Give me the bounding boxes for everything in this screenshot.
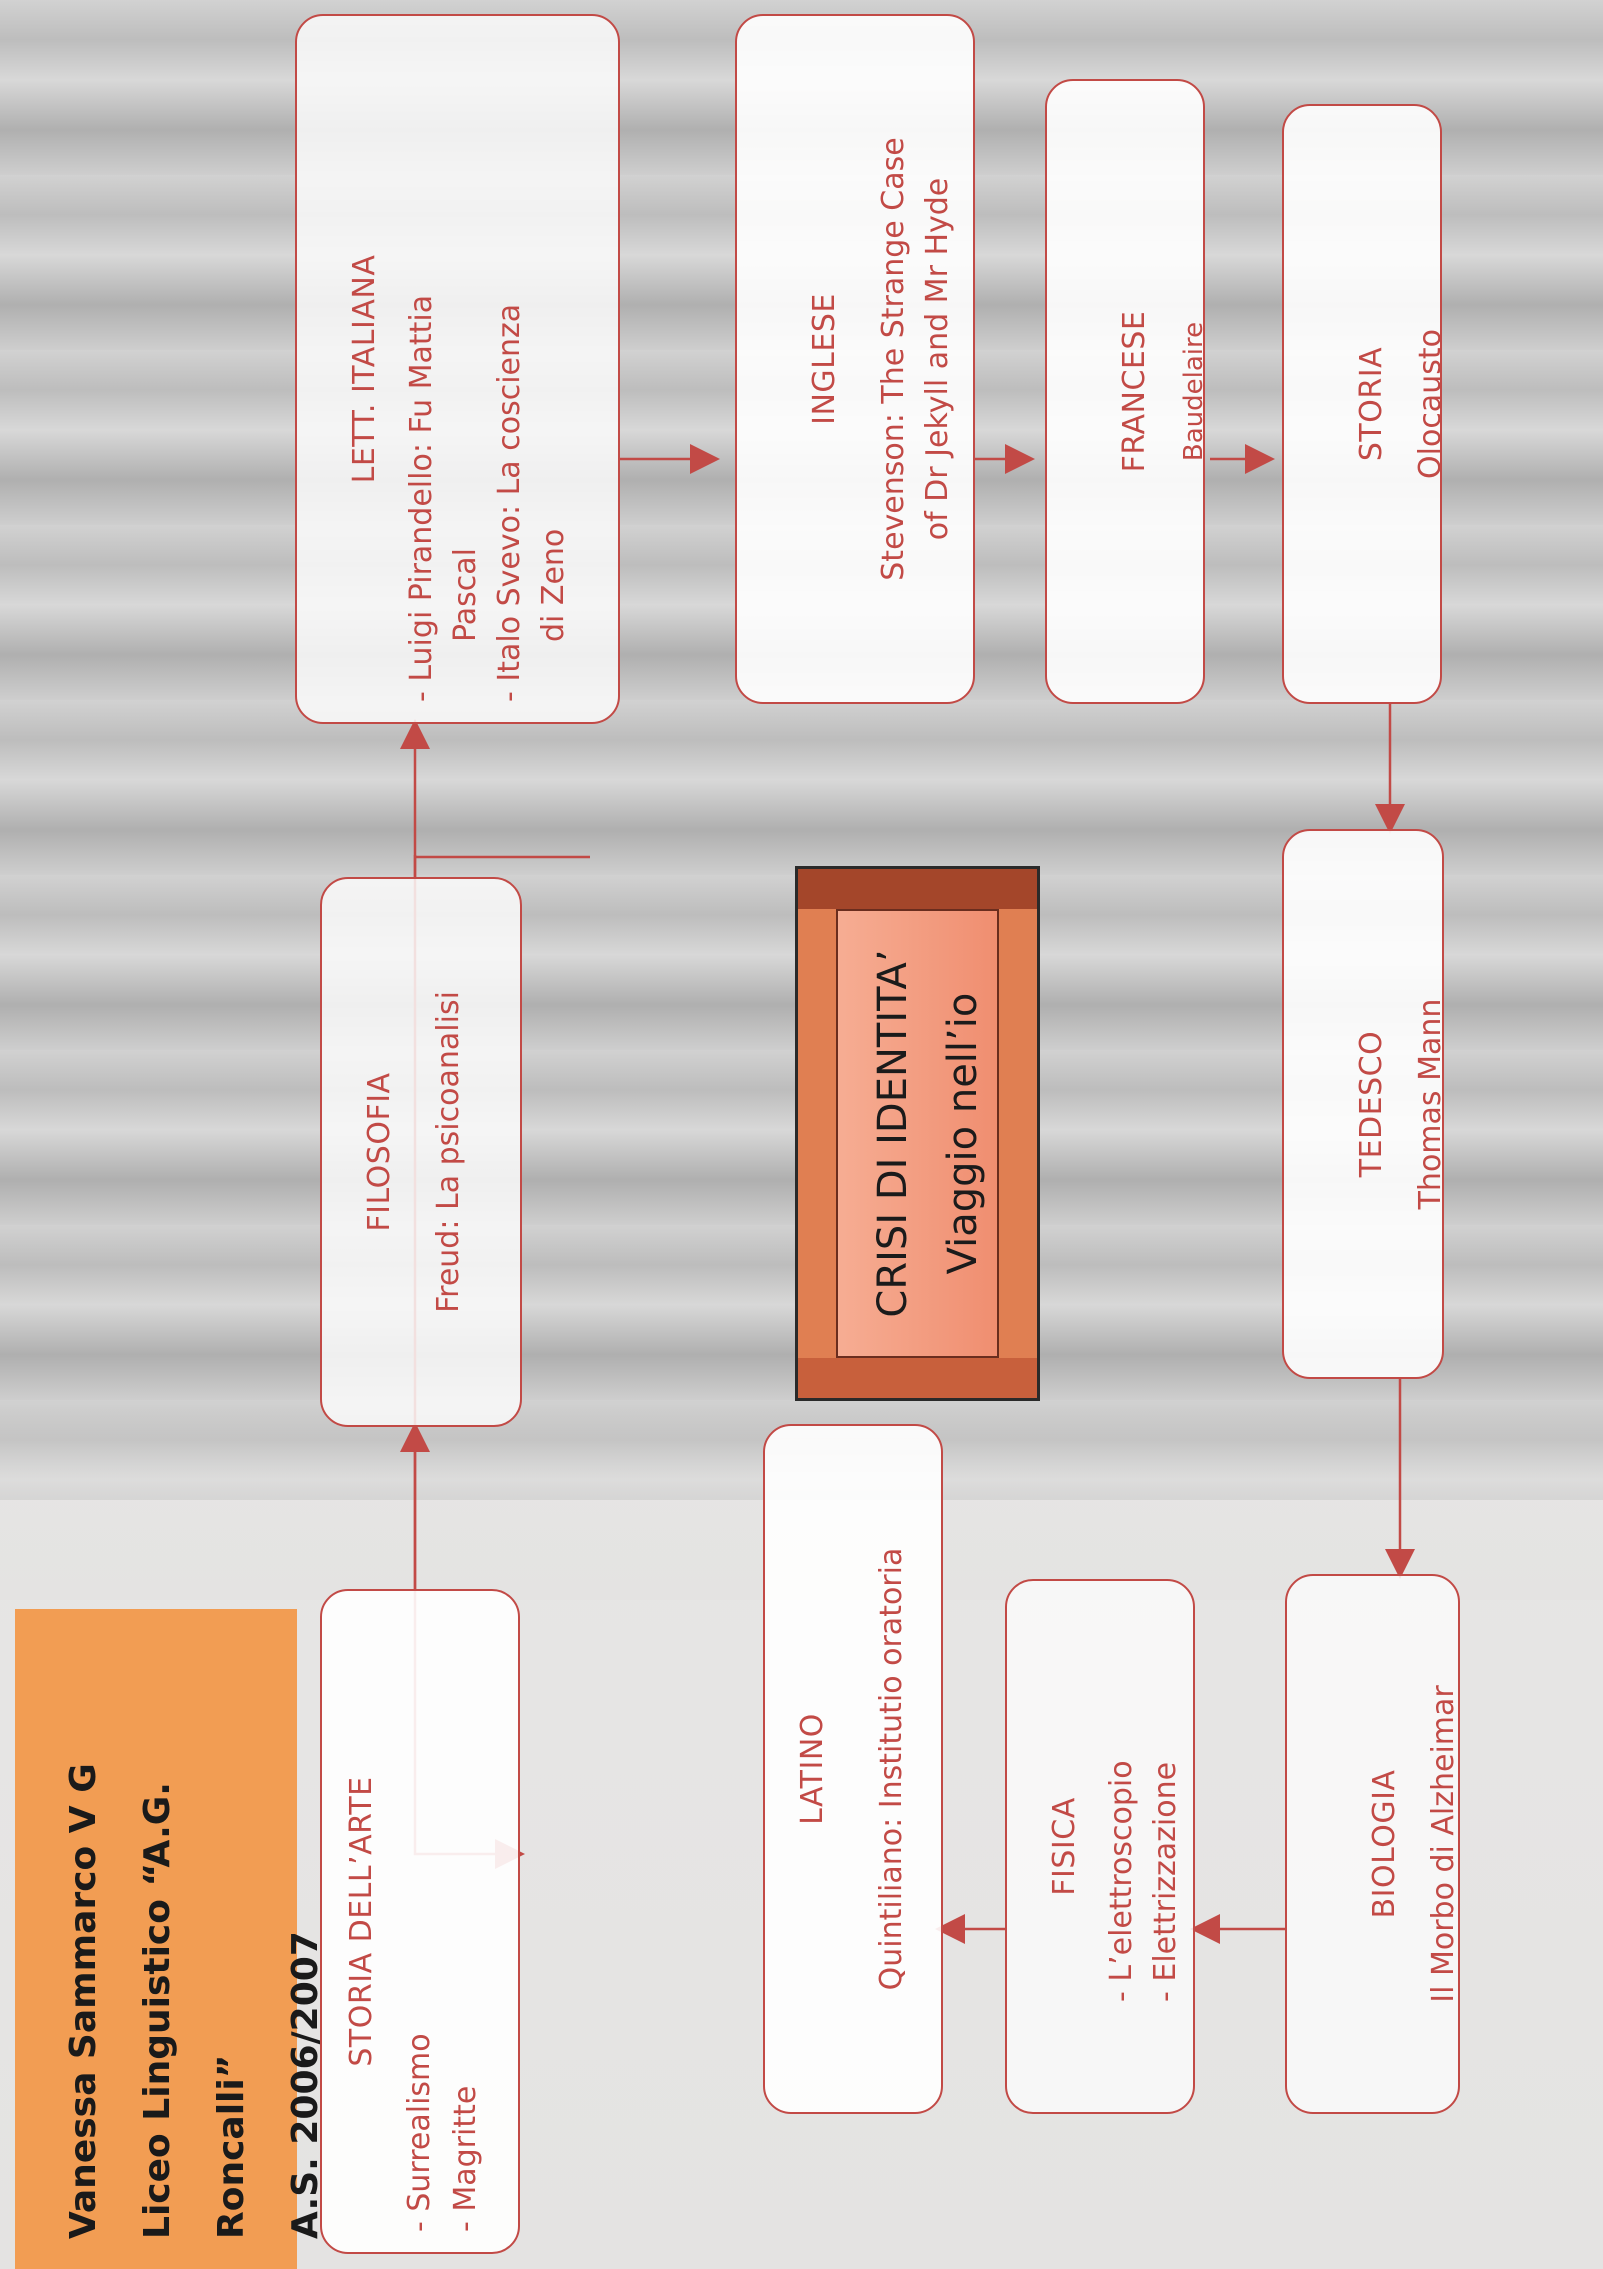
box-item: di Zeno — [536, 528, 571, 642]
box-body: Quintiliano: Institutio oratoria — [874, 1547, 909, 1991]
box-title: FRANCESE — [1117, 310, 1152, 473]
central-subtitle: Viaggio nell’io — [940, 992, 986, 1275]
student-info: Vanessa Sammarco V G Liceo Linguistico “… — [15, 1609, 326, 2269]
box-body: Olocausto — [1413, 329, 1448, 479]
box-item: - Luigi Pirandello: Fu Mattia — [404, 294, 439, 702]
box-storia: STORIA Olocausto — [1282, 104, 1448, 704]
box-francese: FRANCESE Baudelaire — [1045, 79, 1209, 704]
box-item: of Dr Jekyll and Mr Hyde — [920, 177, 955, 541]
box-item: - Italo Svevo: La coscienza — [492, 303, 527, 702]
box-title: FILOSOFIA — [362, 1072, 397, 1232]
box-title: LETT. ITALIANA — [347, 254, 382, 484]
student-name: Vanessa Sammarco V G — [63, 1763, 104, 2239]
school-name: Liceo Linguistico “A.G. Roncalli” — [137, 1782, 252, 2239]
box-item: - Magritte — [448, 2085, 483, 2232]
box-filosofia: FILOSOFIA Freud: La psicoanalisi — [320, 877, 522, 1427]
box-fisica: FISICA - L’elettroscopio - Elettrizzazio… — [1005, 1579, 1195, 2114]
box-inglese: INGLESE Stevenson: The Strange Case of D… — [735, 14, 975, 704]
box-biologia: BIOLOGIA Il Morbo di Alzheimar — [1285, 1574, 1461, 2114]
box-body: Thomas Mann — [1413, 998, 1448, 1210]
box-item: - Elettrizzazione — [1148, 1761, 1183, 2002]
box-tedesco: TEDESCO Thomas Mann — [1282, 829, 1448, 1379]
box-title: BIOLOGIA — [1367, 1769, 1402, 1919]
box-title: FISICA — [1047, 1797, 1082, 1896]
box-item: - L’elettroscopio — [1104, 1760, 1139, 2002]
box-title: INGLESE — [807, 293, 842, 425]
box-storia-arte: STORIA DELL’ARTE - Surrealismo - Magritt… — [320, 1589, 520, 2254]
box-body: Baudelaire — [1179, 321, 1209, 462]
central-topic-label: CRISI DI IDENTITA’ Viaggio nell’io — [836, 909, 999, 1358]
box-title: TEDESCO — [1354, 1030, 1389, 1178]
box-latino: LATINO Quintiliano: Institutio oratoria — [763, 1424, 943, 2114]
box-item: - Surrealismo — [402, 2033, 437, 2232]
central-topic: CRISI DI IDENTITA’ Viaggio nell’io — [795, 866, 1040, 1401]
box-body: Freud: La psicoanalisi — [431, 991, 466, 1313]
box-lett-italiana: LETT. ITALIANA - Luigi Pirandello: Fu Ma… — [295, 14, 620, 724]
box-item: Stevenson: The Strange Case — [876, 137, 911, 581]
box-title: LATINO — [795, 1713, 830, 1825]
box-title: STORIA — [1354, 346, 1389, 462]
box-body: Il Morbo di Alzheimar — [1426, 1685, 1461, 2003]
box-title: STORIA DELL’ARTE — [344, 1776, 379, 2067]
central-title: CRISI DI IDENTITA’ — [870, 949, 916, 1318]
box-item: Pascal — [448, 548, 483, 642]
